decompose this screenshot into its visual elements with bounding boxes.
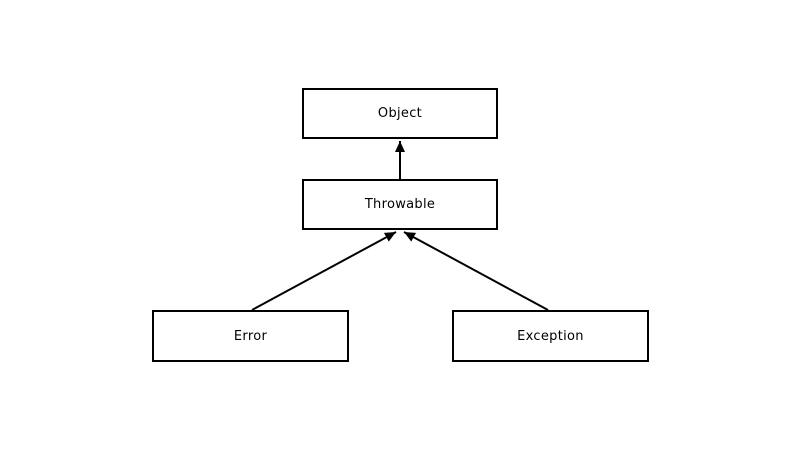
node-throwable-label: Throwable (364, 197, 436, 212)
arrow-exception-to-throwable (403, 231, 549, 311)
node-error: Error (152, 310, 349, 362)
node-error-label: Error (233, 328, 268, 344)
node-object-label: Object (377, 106, 423, 121)
arrow-error-to-throwable (251, 231, 397, 311)
node-object: Object (302, 88, 498, 139)
node-exception: Exception (452, 310, 649, 362)
node-exception-label: Exception (517, 328, 584, 344)
node-throwable: Throwable (302, 179, 498, 230)
